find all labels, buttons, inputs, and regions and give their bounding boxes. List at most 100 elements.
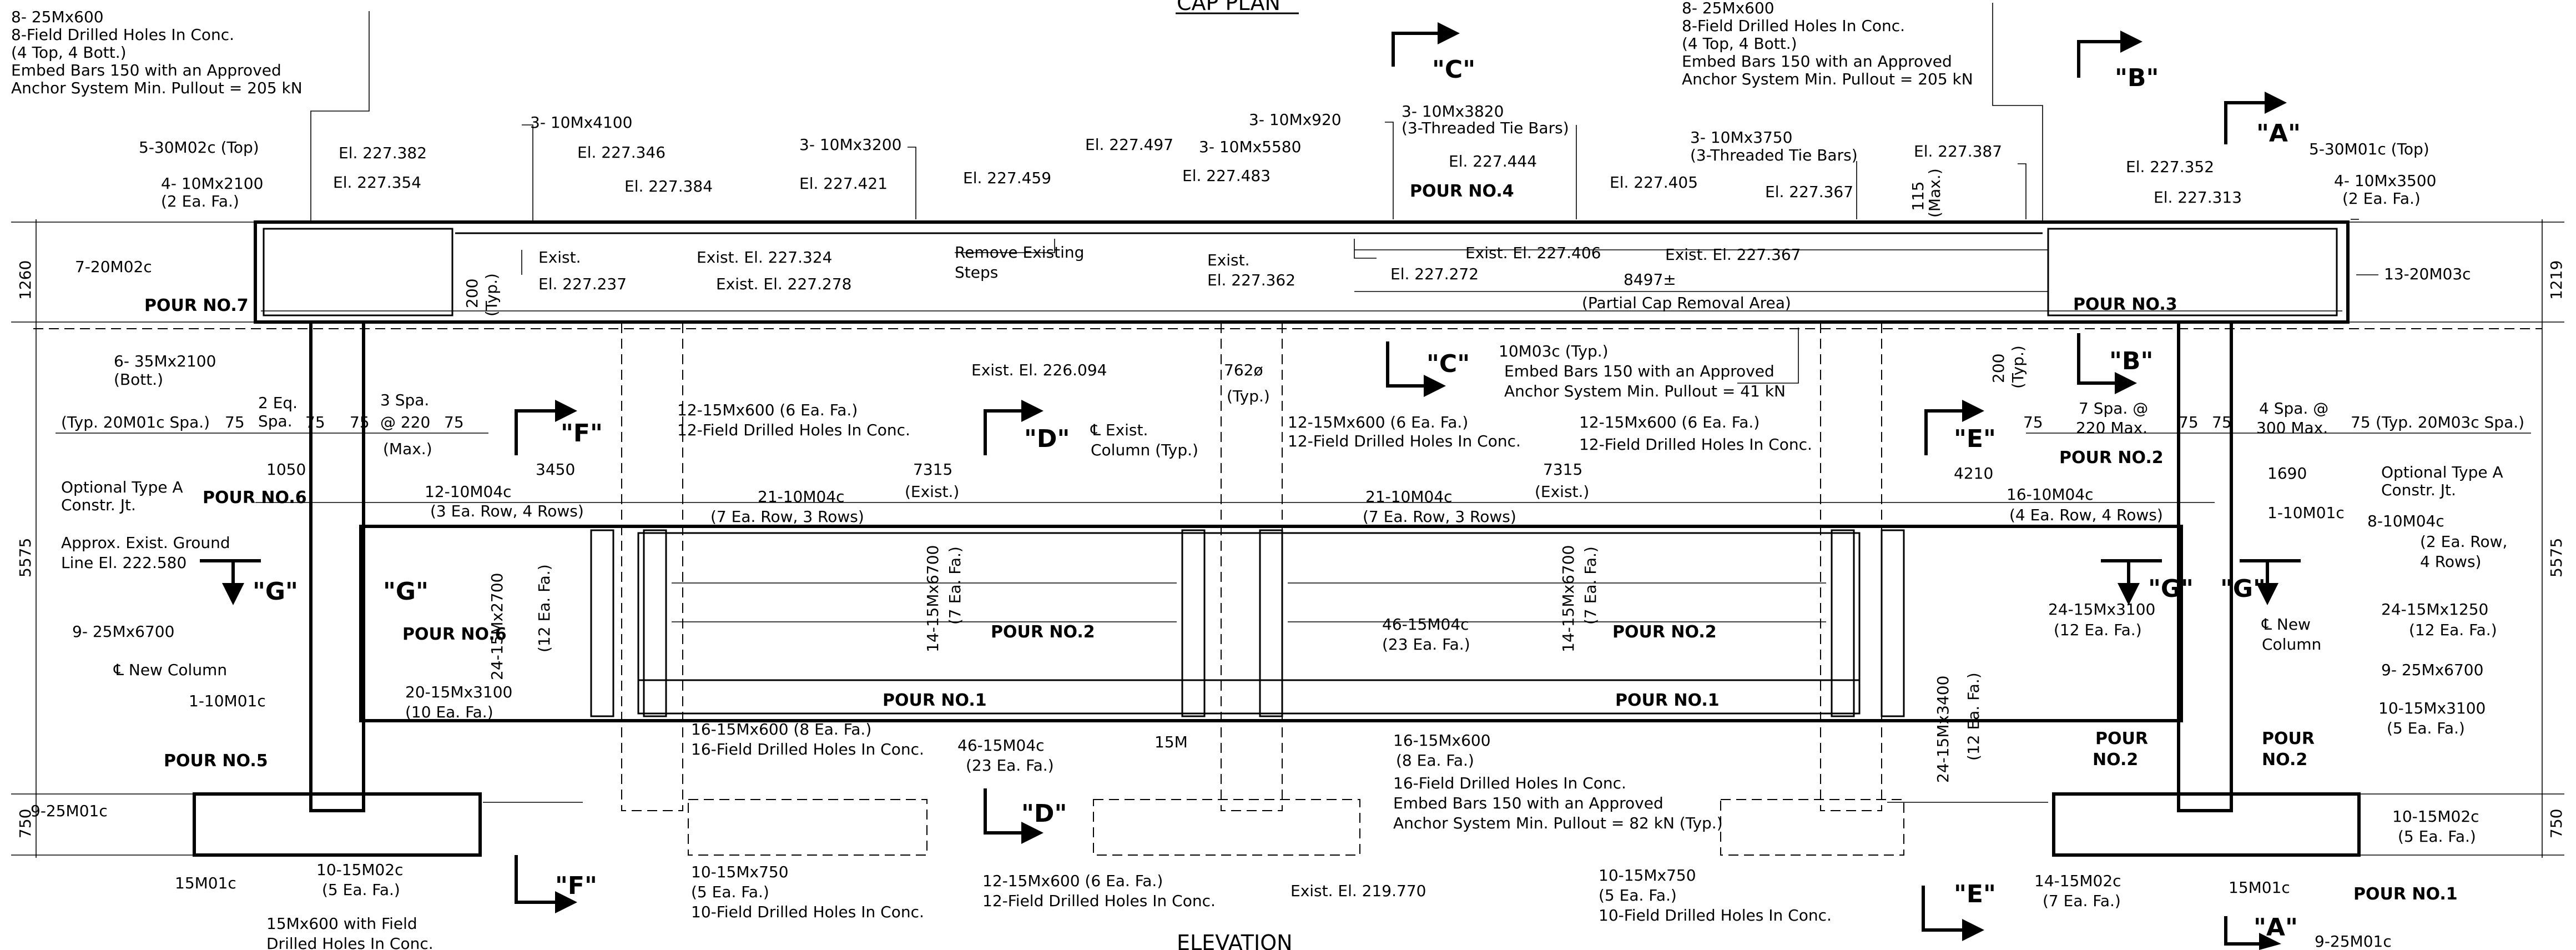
section-g-marker-right-2 xyxy=(2240,559,2301,583)
section-b-marker-mid xyxy=(2077,333,2120,385)
section-d-arrow-top xyxy=(1021,400,1043,422)
label-bott-left: (Bott.) xyxy=(114,370,163,389)
label-b21-10m04b-right: (7 Ea. Row, 3 Rows) xyxy=(1363,507,1516,526)
dimensions xyxy=(11,219,2564,858)
label-ea7-right: (7 Ea. Fa.) xyxy=(1581,546,1600,625)
cap-outline xyxy=(254,220,2350,324)
section-g-arrow-right xyxy=(2118,583,2140,605)
section-f-arrow-bottom xyxy=(555,891,577,913)
label-typ-left: (Typ.) xyxy=(482,273,501,316)
label-200-left: 200 xyxy=(463,279,481,308)
label-b14-6700-left: 14-15Mx6700 xyxy=(924,545,942,652)
label-b10x2100: 4- 10Mx2100 xyxy=(161,174,263,193)
dim-5575-left: 5575 xyxy=(16,538,34,577)
note-tr-3: (4 Top, 4 Bott.) xyxy=(1682,34,1797,53)
label-max300: 300 Max. xyxy=(2256,419,2328,437)
label-el-272: El. 227.272 xyxy=(1390,265,1479,283)
stirrup-band-3 xyxy=(1181,529,1206,717)
label-exist-367: Exist. El. 227.367 xyxy=(1665,245,1801,264)
pour-2-zone xyxy=(637,532,1861,681)
section-c-label-top: "C" xyxy=(1432,56,1475,84)
label-b12-600-l2: 12-Field Drilled Holes In Conc. xyxy=(677,421,910,439)
label-2eq: 2 Eq. xyxy=(258,394,298,412)
label-new-col-a: ℄ New xyxy=(2261,615,2311,634)
label-pour-2-top: POUR NO.2 xyxy=(2059,448,2164,468)
label-new-col-b: Column xyxy=(2262,635,2321,654)
label-pour-2-lower-a: POUR xyxy=(2095,729,2148,748)
label-762-typ: (Typ.) xyxy=(1227,387,1270,405)
label-el-483: El. 227.483 xyxy=(1182,167,1271,185)
label-b3500: 4- 10Mx3500 xyxy=(2334,172,2436,190)
section-a-marker-bottom xyxy=(2224,916,2265,946)
dim-1050: 1050 xyxy=(266,460,306,479)
section-d-marker-top xyxy=(984,409,1027,455)
label-pour-7: POUR NO.7 xyxy=(144,296,249,315)
section-e-label-bottom: "E" xyxy=(1954,880,1996,908)
label-ea5-mid-right: (5 Ea. Fa.) xyxy=(1599,886,1677,904)
label-ea8: (8 Ea. Fa.) xyxy=(1396,751,1474,770)
section-c-marker-mid xyxy=(1386,341,1429,388)
label-ea10: (10 Ea. Fa.) xyxy=(405,703,493,721)
section-e-marker-top xyxy=(1924,409,1968,455)
label-200-right: 200 xyxy=(1989,354,2008,383)
label-el-382: El. 227.382 xyxy=(339,144,427,162)
label-15m600-b: Drilled Holes In Conc. xyxy=(266,934,433,950)
label-b3820: 3- 10Mx3820 xyxy=(1402,102,1504,120)
label-b46-15m04-lower: 46-15M04c xyxy=(957,736,1045,755)
label-exist-406: Exist. El. 227.406 xyxy=(1465,244,1601,262)
section-f-label-top: "F" xyxy=(561,419,603,448)
label-b21-10m04-left: 21-10M04c xyxy=(758,487,845,506)
label-max220: 220 Max. xyxy=(2076,419,2147,437)
label-b21-10m04b-left: (7 Ea. Row, 3 Rows) xyxy=(710,507,864,526)
dim-5575-right: 5575 xyxy=(2547,538,2565,577)
label-ea12-lower: (12 Ea. Fa.) xyxy=(1964,672,1983,761)
section-d-label-top: "D" xyxy=(1024,425,1070,453)
leader-tr-note xyxy=(1992,3,2043,222)
dim-7315-right: 7315 xyxy=(1543,460,1582,479)
label-b10-15m02-left: 10-15M02c xyxy=(316,861,404,879)
label-typ-right: (Typ.) xyxy=(2009,345,2027,389)
exist-column-1 xyxy=(621,321,683,811)
label-emb41-a: Embed Bars 150 with an Approved xyxy=(1504,362,1775,380)
cap-left-end xyxy=(263,228,453,316)
label-pour-2-left: POUR NO.2 xyxy=(991,622,1095,642)
section-e-marker-bottom xyxy=(1922,886,1968,932)
label-4spa: 4 Spa. @ xyxy=(2259,399,2328,418)
section-g-arrow-left xyxy=(222,583,244,605)
label-b24-3400: 24-15Mx3400 xyxy=(1934,676,1952,783)
dim-750-left: 750 xyxy=(16,809,34,838)
label-pour-1-footing: POUR NO.1 xyxy=(2353,884,2458,904)
label-exist-362b: El. 227.362 xyxy=(1207,271,1295,289)
exist-footing-1 xyxy=(688,799,927,856)
label-b8-10m04c: 4 Rows) xyxy=(2420,552,2481,571)
label-ea5-right: (5 Ea. Fa.) xyxy=(2387,719,2465,737)
label-7spa: 7 Spa. @ xyxy=(2079,399,2148,418)
label-b10-750-left: 10-15Mx750 xyxy=(691,863,789,881)
section-d-marker-bottom xyxy=(984,788,1027,835)
label-b16-10m04b: (4 Ea. Row, 4 Rows) xyxy=(2009,506,2163,524)
section-b-marker-top xyxy=(2077,40,2126,78)
label-max: (Max.) xyxy=(383,440,432,458)
label-ea12-right: (12 Ea. Fa.) xyxy=(2054,621,2142,639)
stirrup-band-5 xyxy=(1831,529,1855,717)
label-b10-field-left: 10-Field Drilled Holes In Conc. xyxy=(691,903,924,921)
section-e-label-top: "E" xyxy=(1954,425,1996,453)
beam-outline xyxy=(359,525,2183,722)
dim-1690: 1690 xyxy=(2267,464,2307,482)
section-g-label-left: "G" xyxy=(253,577,298,606)
label-b12-600-right-l1: 12-15Mx600 (6 Ea. Fa.) xyxy=(1579,413,1760,431)
section-b-label-mid: "B" xyxy=(2109,347,2153,375)
label-b16-600: 16-15Mx600 (8 Ea. Fa.) xyxy=(691,720,871,738)
section-g-label-right: "G" xyxy=(2148,575,2194,603)
label-exist-237b: El. 227.237 xyxy=(538,275,627,293)
label-el-387: El. 227.387 xyxy=(1914,142,2002,160)
stirrup-band-left xyxy=(590,529,614,717)
section-f-marker-bottom xyxy=(515,855,561,904)
section-d-label-bottom: "D" xyxy=(1021,800,1067,828)
note-tl-3: (4 Top, 4 Bott.) xyxy=(11,43,127,62)
label-opt-a-left: Optional Type A xyxy=(61,478,183,496)
label-ea23: (23 Ea. Fa.) xyxy=(1382,635,1470,654)
label-b16-field-right: 16-Field Drilled Holes In Conc. xyxy=(1393,774,1626,792)
label-typ-20m03: (Typ. 20M03c Spa.) xyxy=(2376,413,2524,431)
label-b1-10m01-right: 1-10M01c xyxy=(2267,504,2345,522)
